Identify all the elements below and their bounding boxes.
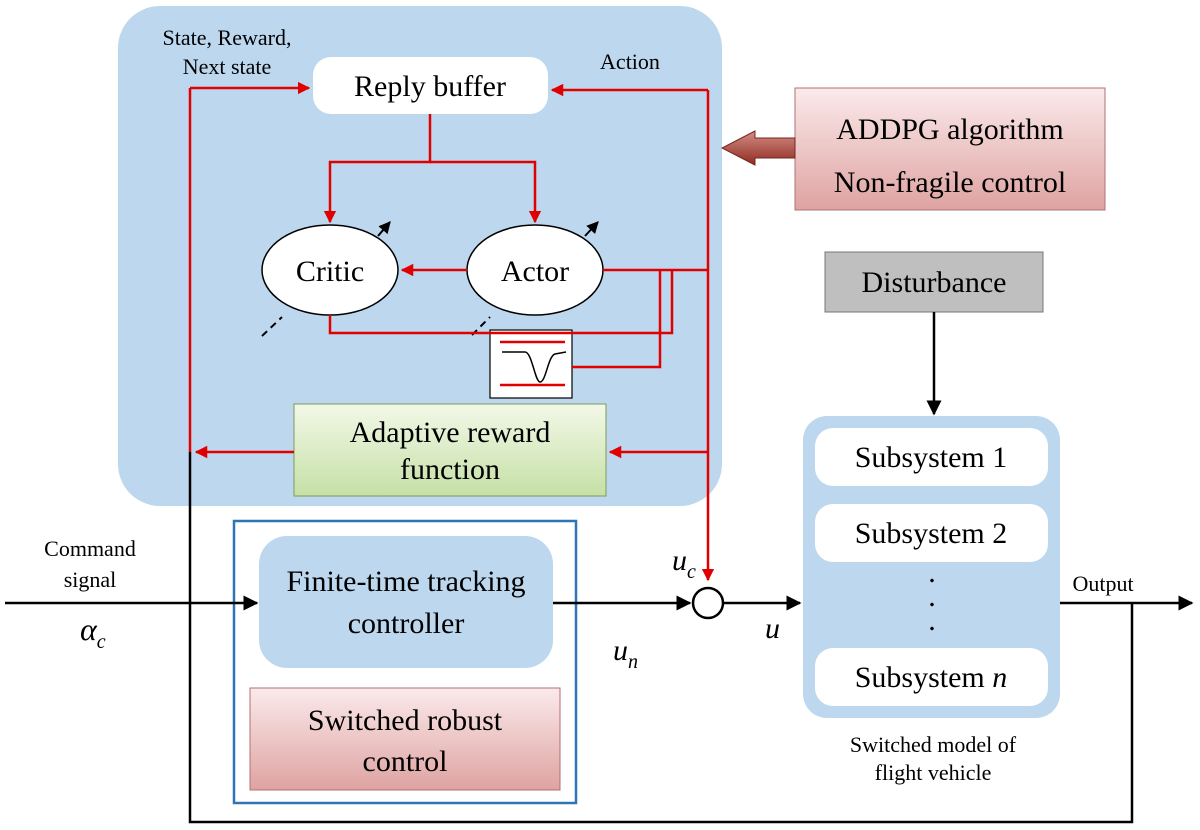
u-symbol: u — [765, 612, 780, 645]
finite-time-label-2: controller — [348, 607, 465, 640]
bounds-plot-icon — [489, 329, 573, 399]
command-label-2: signal — [64, 567, 117, 592]
subsystem-2-label: Subsystem 2 — [855, 517, 1008, 550]
buffer-to-actor-line — [430, 160, 542, 224]
subsystem-1-box — [815, 428, 1048, 486]
reply-buffer-box — [313, 57, 548, 114]
critic-adjust-tail — [261, 316, 283, 337]
disturbance-label: Disturbance — [862, 266, 1007, 299]
command-label-1: Command — [44, 536, 136, 561]
critic-feedback-line — [328, 270, 674, 335]
switched-model-caption-1: Switched model of — [850, 732, 1017, 757]
subsystem-n-box — [815, 648, 1048, 706]
addpg-label: ADDPG algorithm — [836, 113, 1064, 146]
buffer-to-critic-line — [323, 114, 432, 224]
response-curve — [502, 351, 567, 383]
ellipsis-dot-3: . — [928, 604, 936, 637]
actor-adjust-arrow — [584, 221, 599, 237]
alpha-c-symbol: αc — [80, 611, 106, 653]
switched-robust-label-1: Switched robust — [308, 704, 503, 737]
plot-feedback-line — [572, 270, 662, 369]
addpg-block-arrow — [720, 130, 796, 166]
state-reward-label: State, Reward, — [163, 25, 292, 50]
adaptive-reward-label-1: Adaptive reward — [350, 416, 551, 449]
feedback-loop-line — [188, 452, 1134, 824]
controller-frame — [232, 519, 578, 805]
switched-robust-box — [249, 687, 561, 791]
adaptive-reward-label-2: function — [400, 453, 500, 486]
output-label: Output — [1072, 571, 1133, 596]
switched-model-panel — [803, 416, 1060, 718]
subsystem-1-label: Subsystem 1 — [855, 441, 1008, 474]
action-label: Action — [600, 49, 660, 74]
uc-symbol: uc — [672, 544, 696, 583]
next-state-label: Next state — [183, 54, 272, 79]
critic-label: Critic — [296, 255, 364, 288]
addpg-box — [794, 87, 1106, 211]
disturbance-box — [824, 251, 1044, 313]
ellipsis-dot-1: . — [928, 556, 936, 589]
reply-buffer-label: Reply buffer — [354, 70, 506, 103]
un-symbol: un — [613, 634, 638, 673]
adaptive-reward-box — [293, 403, 607, 497]
switched-model-caption-2: flight vehicle — [875, 760, 992, 785]
finite-time-controller-box — [259, 536, 553, 668]
finite-time-label-1: Finite-time tracking — [286, 565, 525, 598]
non-fragile-label: Non-fragile control — [834, 166, 1066, 199]
summing-junction — [691, 586, 725, 620]
critic-adjust-arrow — [377, 221, 391, 237]
subsystem-n-label: Subsystem n — [855, 661, 1008, 694]
ellipsis-dot-2: . — [928, 580, 936, 613]
switched-robust-label-2: control — [363, 745, 448, 778]
subsystem-2-box — [815, 504, 1048, 562]
actor-label: Actor — [501, 255, 569, 288]
